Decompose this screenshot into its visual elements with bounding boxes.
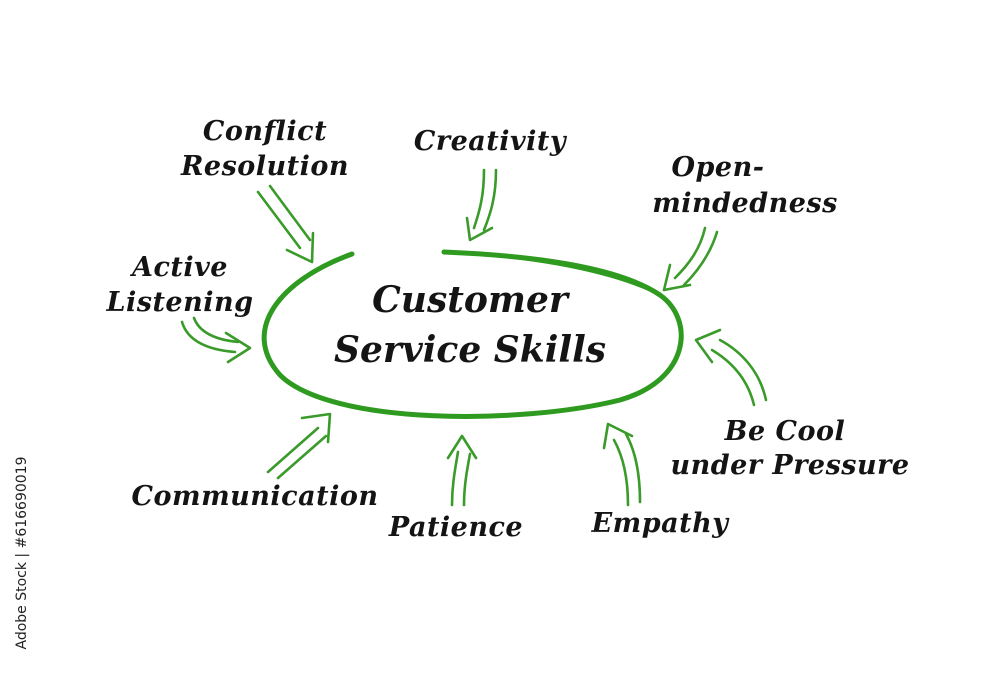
label-becool-line2: under Pressure (670, 450, 909, 481)
arrow-communication (266, 412, 332, 480)
center-ellipse (261, 249, 684, 419)
label-empathy: Empathy (591, 508, 731, 539)
label-becool-line1: Be Cool (724, 416, 846, 447)
label-active-line2: Listening (106, 287, 254, 318)
label-conflict-line2: Resolution (180, 151, 349, 182)
label-open-line2: mindedness (652, 188, 838, 219)
label-patience: Patience (388, 512, 523, 543)
arrow-active (180, 316, 252, 364)
arrow-becool (694, 328, 768, 407)
stock-id-label: Adobe Stock | #616690019 (14, 456, 30, 650)
arrow-open (662, 226, 719, 292)
arrow-empathy (602, 422, 642, 507)
label-creativity: Creativity (414, 126, 568, 157)
label-active-line1: Active (129, 252, 228, 283)
center-title-line1: Customer (372, 279, 571, 321)
label-conflict-line1: Conflict (203, 116, 327, 147)
arrow-conflict (256, 184, 315, 264)
label-open-line1: Open- (672, 152, 765, 183)
arrow-patience (446, 434, 478, 507)
arrow-creativity (465, 168, 498, 242)
center-title-line2: Service Skills (334, 329, 606, 371)
label-communication: Communication (132, 481, 379, 512)
